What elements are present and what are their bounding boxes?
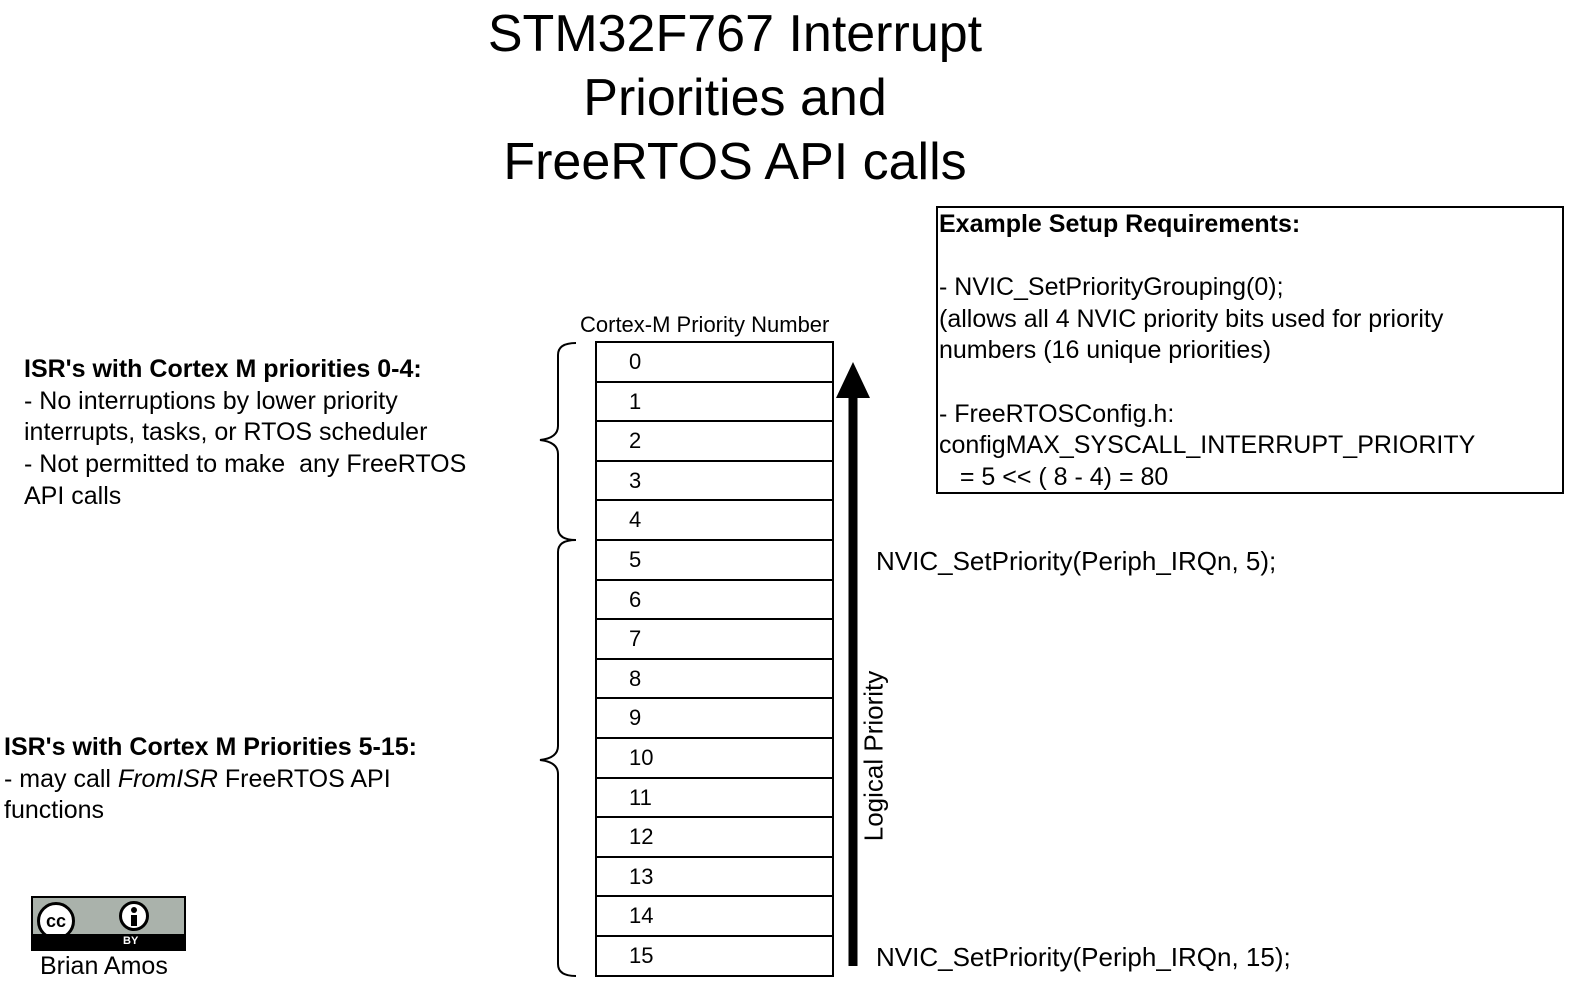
bottom-group-heading: ISR's with Cortex M Priorities 5-15: (4, 733, 417, 761)
priority-row: 7 (597, 620, 832, 660)
attribution-person-icon (119, 901, 149, 931)
bottom-group-description: ISR's with Cortex M Priorities 5-15: - m… (4, 732, 417, 827)
license-badge-strip: BY (33, 934, 184, 949)
author-name: Brian Amos (40, 952, 168, 980)
fromisr-emphasis: FromISR (117, 764, 218, 793)
priority-row: 10 (597, 739, 832, 779)
cc-icon: cc (37, 902, 75, 940)
priority-row: 8 (597, 660, 832, 700)
setup-line: numbers (16 unique priorities) (939, 336, 1272, 365)
logical-priority-label: Logical Priority (858, 670, 889, 842)
top-group-description: ISR's with Cortex M priorities 0-4: - No… (24, 354, 466, 513)
bottom-group-line-2: functions (4, 796, 105, 825)
setup-line: - NVIC_SetPriorityGrouping(0); (939, 273, 1284, 302)
top-group-line: API calls (24, 481, 122, 510)
top-group-heading: ISR's with Cortex M priorities 0-4: (24, 355, 422, 383)
top-group-brace (539, 342, 577, 541)
bottom-group-line-1: - may call FromISR FreeRTOS API (4, 764, 417, 796)
license-badge-text: BY (123, 935, 139, 947)
page-title: STM32F767 Interrupt Priorities and FreeR… (380, 2, 1090, 194)
bottom-group-line-1-prefix: - may call (4, 764, 118, 793)
priority-row: 3 (597, 462, 832, 502)
priority-row: 6 (597, 581, 832, 621)
priority-row: 13 (597, 858, 832, 898)
priority-column-header: Cortex-M Priority Number (580, 312, 830, 337)
setup-line: (allows all 4 NVIC priority bits used fo… (939, 304, 1444, 333)
top-group-line: - No interruptions by lower priority (24, 386, 398, 415)
title-line-1: STM32F767 Interrupt (487, 5, 983, 63)
cc-by-license-badge: cc BY (31, 896, 186, 951)
priority-row: 11 (597, 779, 832, 819)
priority-row: 14 (597, 897, 832, 937)
bottom-group-line-1-suffix: FreeRTOS API (217, 764, 391, 793)
priority-row: 12 (597, 818, 832, 858)
setup-line: - FreeRTOSConfig.h: (939, 399, 1175, 428)
priority-arrow-head (836, 362, 870, 398)
priority-row: 4 (597, 501, 832, 541)
priority-row: 5 (597, 541, 832, 581)
set-priority-15-call: NVIC_SetPriority(Periph_IRQn, 15); (876, 942, 1291, 972)
priority-row: 9 (597, 699, 832, 739)
bottom-group-brace (539, 539, 577, 977)
setup-line: = 5 << ( 8 - 4) = 80 (939, 462, 1169, 491)
title-line-3: FreeRTOS API calls (503, 133, 967, 191)
priority-table: 0 1 2 3 4 5 6 7 8 9 10 11 12 13 14 15 (595, 341, 834, 977)
setup-line: configMAX_SYSCALL_INTERRUPT_PRIORITY (939, 431, 1476, 460)
set-priority-5-call: NVIC_SetPriority(Periph_IRQn, 5); (876, 546, 1277, 576)
priority-row: 15 (597, 937, 832, 977)
title-line-2: Priorities and (583, 69, 887, 127)
top-group-line: interrupts, tasks, or RTOS scheduler (24, 418, 428, 447)
priority-row: 0 (597, 343, 832, 383)
setup-heading: Example Setup Requirements: (939, 210, 1301, 238)
priority-row: 1 (597, 383, 832, 423)
priority-row: 2 (597, 422, 832, 462)
setup-requirements-box: Example Setup Requirements: - NVIC_SetPr… (936, 206, 1564, 494)
top-group-line: - Not permitted to make any FreeRTOS (24, 450, 467, 479)
